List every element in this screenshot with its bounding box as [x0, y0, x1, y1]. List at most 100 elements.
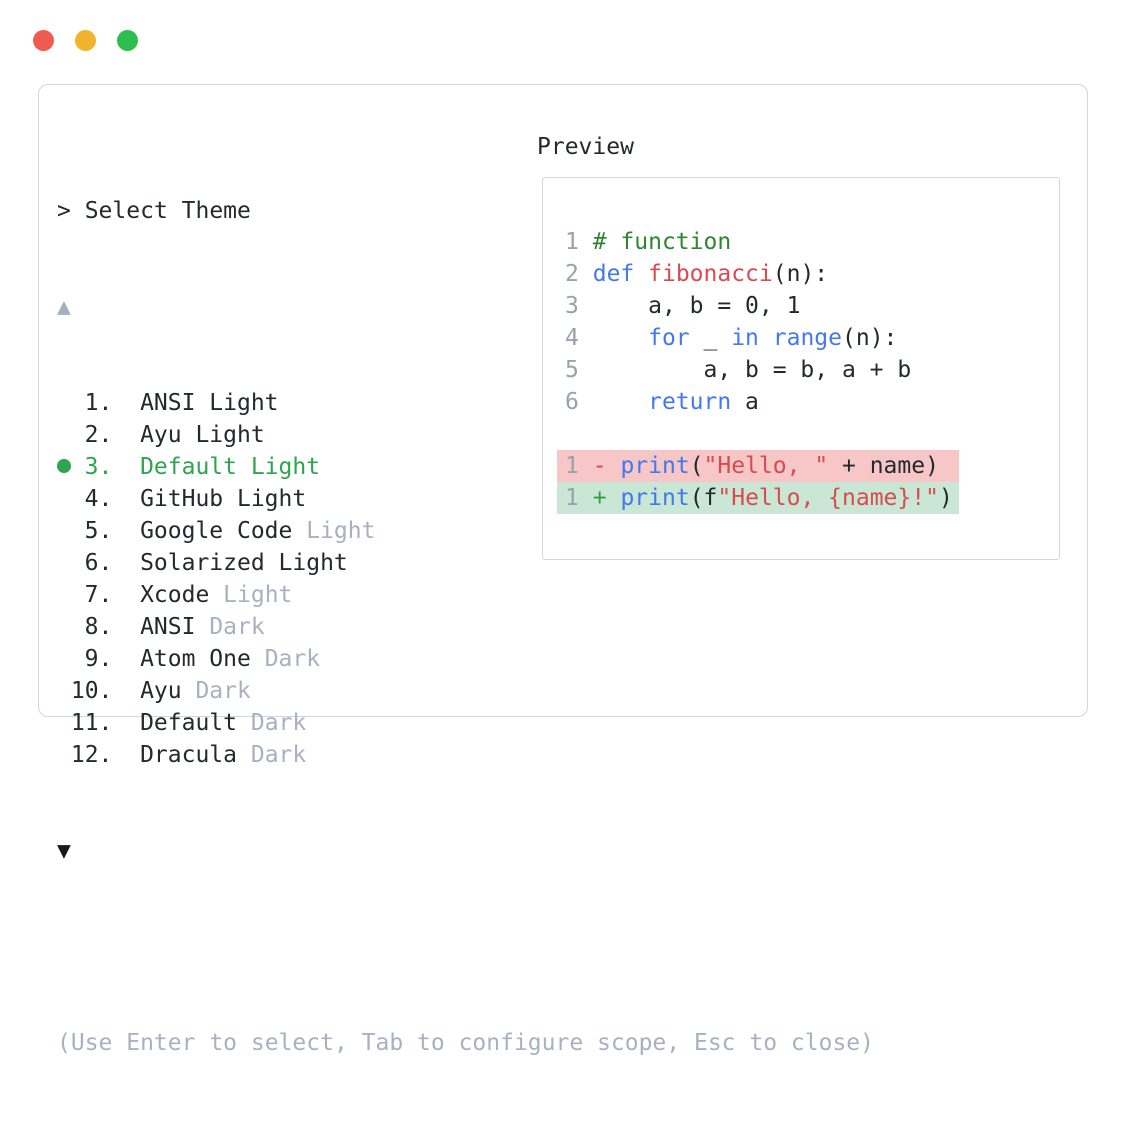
theme-number: 5. — [84, 518, 113, 544]
code-segment: "Hello, {name}!" — [717, 485, 939, 511]
line-number: 4 — [565, 325, 579, 351]
screen: { "window": { "traffic_lights": [ {"name… — [33, 30, 1088, 1056]
theme-name: Ayu Dark — [140, 678, 251, 704]
blank-line — [557, 418, 1059, 450]
theme-selector-panel: >Select Theme ▲ 1.ANSI Light 2. Ayu Light 3… — [38, 84, 1088, 1056]
spacer — [579, 485, 593, 511]
preview-label: Preview — [537, 134, 634, 160]
theme-number: 3. — [84, 454, 113, 480]
theme-name-part: Default — [140, 710, 251, 736]
code-segment: in — [731, 325, 759, 351]
theme-number: 8. — [84, 614, 113, 640]
code-segment: print — [620, 453, 690, 479]
window-close-button[interactable] — [33, 30, 54, 51]
code-line-5: 5 a, b = b, a + b — [557, 354, 1059, 386]
scroll-up-row: ▲ — [57, 291, 874, 323]
code-segment: return — [648, 389, 732, 415]
theme-name-part: Xcode — [140, 582, 224, 608]
theme-list-item-5[interactable]: 5. Google Code Light — [57, 515, 874, 547]
code-segment: (f — [689, 485, 718, 511]
theme-name: Solarized Light — [140, 550, 348, 576]
theme-list-item-7[interactable]: 7. Xcode Light — [57, 579, 874, 611]
code-segment: + name) — [828, 453, 953, 479]
scroll-down-row: ▼ — [57, 835, 874, 867]
theme-name: ANSI Dark — [140, 614, 265, 640]
window-minimize-button[interactable] — [75, 30, 96, 51]
theme-name-part: Dark — [250, 710, 307, 736]
theme-number: 4. — [84, 486, 113, 512]
theme-name-part: Dark — [250, 742, 307, 768]
theme-name-part: Light — [223, 582, 293, 608]
theme-number: 2. — [84, 422, 113, 448]
theme-name: Atom One Dark — [140, 646, 320, 672]
theme-name: GitHub Light — [140, 486, 306, 512]
code-segment — [759, 325, 773, 351]
line-number: 1 — [565, 229, 579, 255]
theme-name-part: Ayu — [140, 678, 196, 704]
theme-name-part: Light — [306, 518, 376, 544]
scroll-down-indicator-icon[interactable]: ▼ — [57, 838, 71, 864]
spacer — [579, 261, 593, 287]
theme-list-item-8[interactable]: 8. ANSI Dark — [57, 611, 874, 643]
footer-hint: (Use Enter to select, Tab to configure s… — [57, 1030, 874, 1056]
code-segment: (n): — [842, 325, 898, 351]
line-number: 3 — [565, 293, 579, 319]
window-titlebar — [33, 30, 138, 51]
theme-number: 12. — [70, 742, 113, 768]
code-segment: # function — [592, 229, 732, 255]
prompt-header: >Select Theme — [57, 195, 874, 227]
dot-icon — [57, 458, 71, 473]
spacer — [579, 229, 593, 255]
theme-name: Ayu Light — [140, 422, 265, 448]
window-zoom-button[interactable] — [117, 30, 138, 51]
code-line-3: 3 a, b = 0, 1 — [557, 290, 1059, 322]
spacer — [607, 485, 621, 511]
theme-name: Default Light — [140, 454, 320, 480]
spacer — [579, 357, 593, 383]
theme-name: Google Code Light — [140, 518, 375, 544]
theme-name-part: Dark — [209, 614, 265, 640]
diff-sign: + — [592, 485, 607, 511]
code-line-4: 4 for _ in range(n): — [557, 322, 1059, 354]
theme-name-part: ANSI Light — [140, 390, 279, 416]
code-line-6: 6 return a — [557, 386, 1059, 418]
scroll-up-indicator-icon[interactable]: ▲ — [57, 294, 71, 320]
theme-name: Default Dark — [140, 710, 306, 736]
theme-list-item-4[interactable]: 4. GitHub Light — [57, 483, 874, 515]
theme-number: 10. — [70, 678, 113, 704]
code-segment: _ — [689, 325, 732, 351]
code-line-2: 2 def fibonacci(n): — [557, 258, 1059, 290]
theme-name-part: Default Light — [140, 454, 321, 480]
code-segment — [593, 325, 648, 351]
theme-list-item-3[interactable]: 3. Default Light — [57, 451, 874, 483]
spacer — [579, 293, 593, 319]
code-segment: fibonacci — [648, 261, 773, 287]
code-segment: print — [620, 485, 690, 511]
code-segment: "Hello, " — [703, 453, 829, 479]
spacer — [579, 325, 593, 351]
theme-list-item-6[interactable]: 6.Solarized Light — [57, 547, 874, 579]
theme-list-item-10[interactable]: 10. Ayu Dark — [57, 675, 874, 707]
theme-list: 1.ANSI Light 2. Ayu Light 3. Default Light 4.… — [57, 387, 874, 771]
code-segment: ( — [689, 453, 704, 479]
theme-list-item-11[interactable]: 11. Default Dark — [57, 707, 874, 739]
theme-list-item-9[interactable]: 9.Atom One Dark — [57, 643, 874, 675]
theme-name-part: ANSI — [140, 614, 210, 640]
prompt-caret: > — [57, 198, 71, 224]
theme-number: 11. — [70, 710, 113, 736]
line-number: 5 — [565, 357, 579, 383]
spacer — [579, 453, 593, 479]
theme-list-item-12[interactable]: 12. Dracula Dark — [57, 739, 874, 771]
theme-list-item-1[interactable]: 1.ANSI Light — [57, 387, 874, 419]
theme-list-item-2[interactable]: 2. Ayu Light — [57, 419, 874, 451]
diff-line-removed: 1 - print("Hello, " + name) — [557, 450, 959, 482]
diff-sign: - — [592, 453, 607, 479]
code-line-1: 1 # function — [557, 226, 1059, 258]
theme-number: 7. — [84, 582, 113, 608]
code-segment — [593, 389, 648, 415]
theme-name: Dracula Dark — [140, 742, 306, 768]
code-segment — [634, 261, 648, 287]
spacer — [607, 453, 621, 479]
